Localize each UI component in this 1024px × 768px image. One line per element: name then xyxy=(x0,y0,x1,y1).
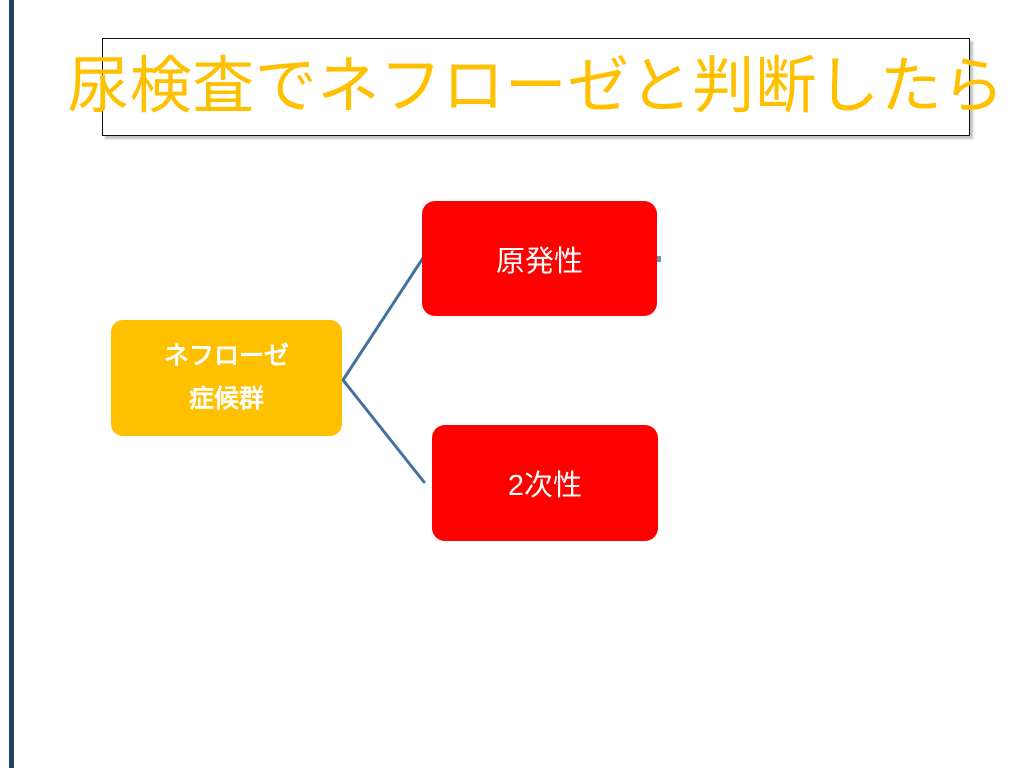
node-primary-label: 原発性 xyxy=(495,245,583,278)
node-secondary[interactable]: 2次性 xyxy=(432,425,658,541)
node-primary[interactable]: 原発性 xyxy=(422,201,657,316)
slide-title-text: 尿検査でネフローゼと判断したら xyxy=(67,52,1005,121)
node-root-label-line2: 症候群 xyxy=(188,385,264,413)
left-edge-accent-stripe xyxy=(9,0,14,768)
node-root-label-line1: ネフローゼ xyxy=(163,342,289,370)
slide-title-box: 尿検査でネフローゼと判断したら xyxy=(67,38,1004,136)
connector-endpoint-dot xyxy=(657,256,661,262)
node-secondary-label: 2次性 xyxy=(507,470,583,502)
connector-root-to-secondary xyxy=(341,378,426,484)
connector-root-to-primary xyxy=(341,256,425,382)
node-nephrotic-syndrome[interactable]: ネフローゼ 症候群 xyxy=(111,320,342,436)
